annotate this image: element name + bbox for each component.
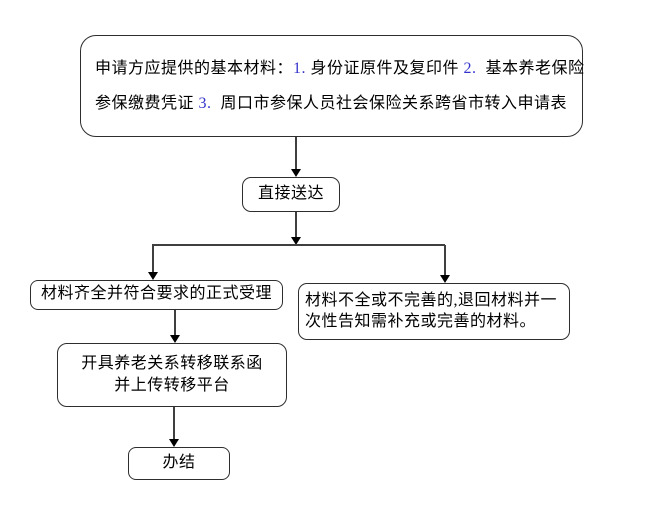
connector-accept-to-issue — [174, 310, 176, 336]
node-completed: 办结 — [128, 447, 230, 480]
text-segment: 申请方应提供的基本材料： — [95, 60, 294, 77]
arrowhead-down-icon — [291, 237, 301, 245]
materials-text-line-2: 参保缴费凭证 3. 周口市参保人员社会保险关系跨省市转入申请表 — [95, 86, 582, 121]
issue-text-line-1: 开具养老关系转移联系函 — [81, 355, 263, 372]
arrowhead-down-icon — [169, 439, 179, 447]
connector-issue-to-done — [173, 407, 175, 440]
node-label: 材料齐全并符合要求的正式受理 — [40, 285, 272, 302]
text-segment: 周口市参保人员社会保险关系跨省市转入申请表 — [211, 95, 568, 112]
arrowhead-down-icon — [170, 335, 180, 343]
list-number-3: 3. — [198, 95, 212, 112]
node-direct-delivery: 直接送达 — [242, 177, 340, 212]
node-formal-acceptance: 材料齐全并符合要求的正式受理 — [30, 280, 283, 310]
list-number-2: 2. — [463, 60, 477, 77]
connector-delivery-to-branch — [295, 212, 297, 238]
arrowhead-down-icon — [440, 275, 450, 283]
arrowhead-down-icon — [148, 272, 158, 280]
issue-text-line-2: 并上传转移平台 — [114, 377, 230, 394]
text-segment: 基本养老保险 — [476, 60, 585, 77]
node-label: 办结 — [162, 454, 196, 471]
node-issue-transfer-letter: 开具养老关系转移联系函 并上传转移平台 — [57, 343, 287, 407]
node-label: 直接送达 — [257, 185, 324, 202]
text-segment: 参保缴费凭证 — [95, 95, 199, 112]
connector-materials-to-delivery — [295, 137, 297, 170]
node-return-materials: 材料不全或不完善的,退回材料并一 次性告知需补充或完善的材料。 — [298, 283, 570, 340]
list-number-1: 1. — [293, 60, 307, 77]
connector-branch-to-accept — [152, 245, 154, 273]
reject-text-line-2: 次性告知需补充或完善的材料。 — [305, 313, 537, 330]
arrowhead-down-icon — [291, 169, 301, 177]
connector-branch-to-reject — [444, 245, 446, 275]
node-required-materials: 申请方应提供的基本材料：1. 身份证原件及复印件 2. 基本养老保险 参保缴费凭… — [80, 35, 585, 137]
branch-line — [152, 244, 445, 246]
text-segment: 身份证原件及复印件 — [306, 60, 464, 77]
materials-text-line-1: 申请方应提供的基本材料：1. 身份证原件及复印件 2. 基本养老保险 — [95, 51, 585, 86]
reject-text-line-1: 材料不全或不完善的,退回材料并一 — [305, 292, 558, 309]
